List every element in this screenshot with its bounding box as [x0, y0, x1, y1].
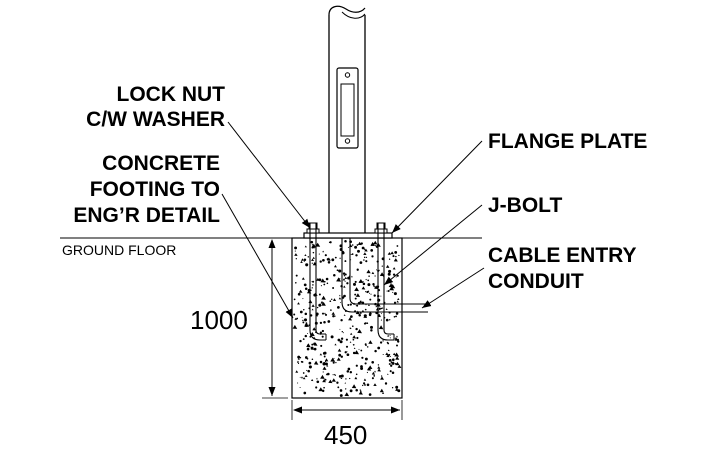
leader-j-bolt: [383, 204, 483, 286]
cable-entry-conduit: [341, 238, 428, 313]
cable-entry-label-line1: CABLE ENTRY: [488, 244, 637, 267]
hand-hole-cover: [336, 67, 359, 149]
concrete-speckle-pattern: [292, 240, 402, 397]
width-dimension: [291, 400, 403, 420]
concrete-footing: [291, 237, 403, 399]
concrete-label-line3: ENG’R DETAIL: [73, 204, 220, 227]
flange-plate: [303, 232, 393, 239]
lock-nut-label-line1: LOCK NUT: [117, 83, 226, 106]
j-bolt-label: J-BOLT: [488, 194, 562, 217]
width-dimension-label: 450: [324, 420, 367, 450]
leader-cable-conduit: [421, 267, 485, 309]
leader-flange-plate: [391, 140, 483, 234]
concrete-label-line1: CONCRETE: [102, 152, 220, 175]
depth-dimension: [262, 237, 288, 399]
cable-entry-label-line2: CONDUIT: [488, 270, 584, 293]
leader-lock-nut: [227, 121, 311, 229]
flange-plate-label: FLANGE PLATE: [488, 130, 647, 153]
concrete-label-line2: FOOTING TO: [90, 178, 220, 201]
leader-concrete-footing: [221, 193, 294, 319]
depth-dimension-label: 1000: [190, 305, 248, 335]
ground-floor-label: GROUND FLOOR: [62, 242, 176, 258]
pole: [328, 5, 366, 233]
j-bolt-right: [374, 222, 395, 341]
lock-nut-label-line2: C/W WASHER: [86, 108, 225, 131]
